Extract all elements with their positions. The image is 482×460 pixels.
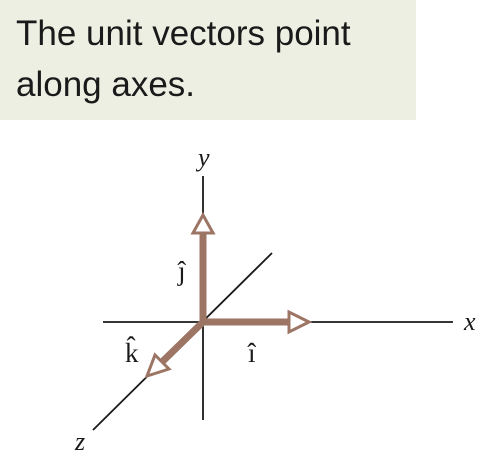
unit-vector-j-label: ĵ: [177, 256, 187, 286]
z-axis-label: z: [74, 427, 85, 456]
unit-vector-k: [144, 319, 206, 379]
unit-vector-i-label: î: [247, 338, 257, 368]
unit-vector-j: [190, 211, 216, 322]
unit-vector-k-label: k̂: [125, 337, 139, 368]
caption-line-2: along axes.: [16, 65, 196, 104]
unit-vector-i-arrowhead: [287, 309, 313, 335]
unit-vector-i: [203, 309, 313, 335]
x-axis-label: x: [463, 307, 476, 336]
caption-line-1: The unit vectors point: [16, 14, 351, 53]
unit-vector-k-arrowhead: [144, 352, 172, 379]
y-axis-label: y: [195, 143, 210, 172]
unit-vector-j-arrowhead: [190, 211, 216, 235]
caption-box: The unit vectors point along axes.: [0, 0, 416, 120]
